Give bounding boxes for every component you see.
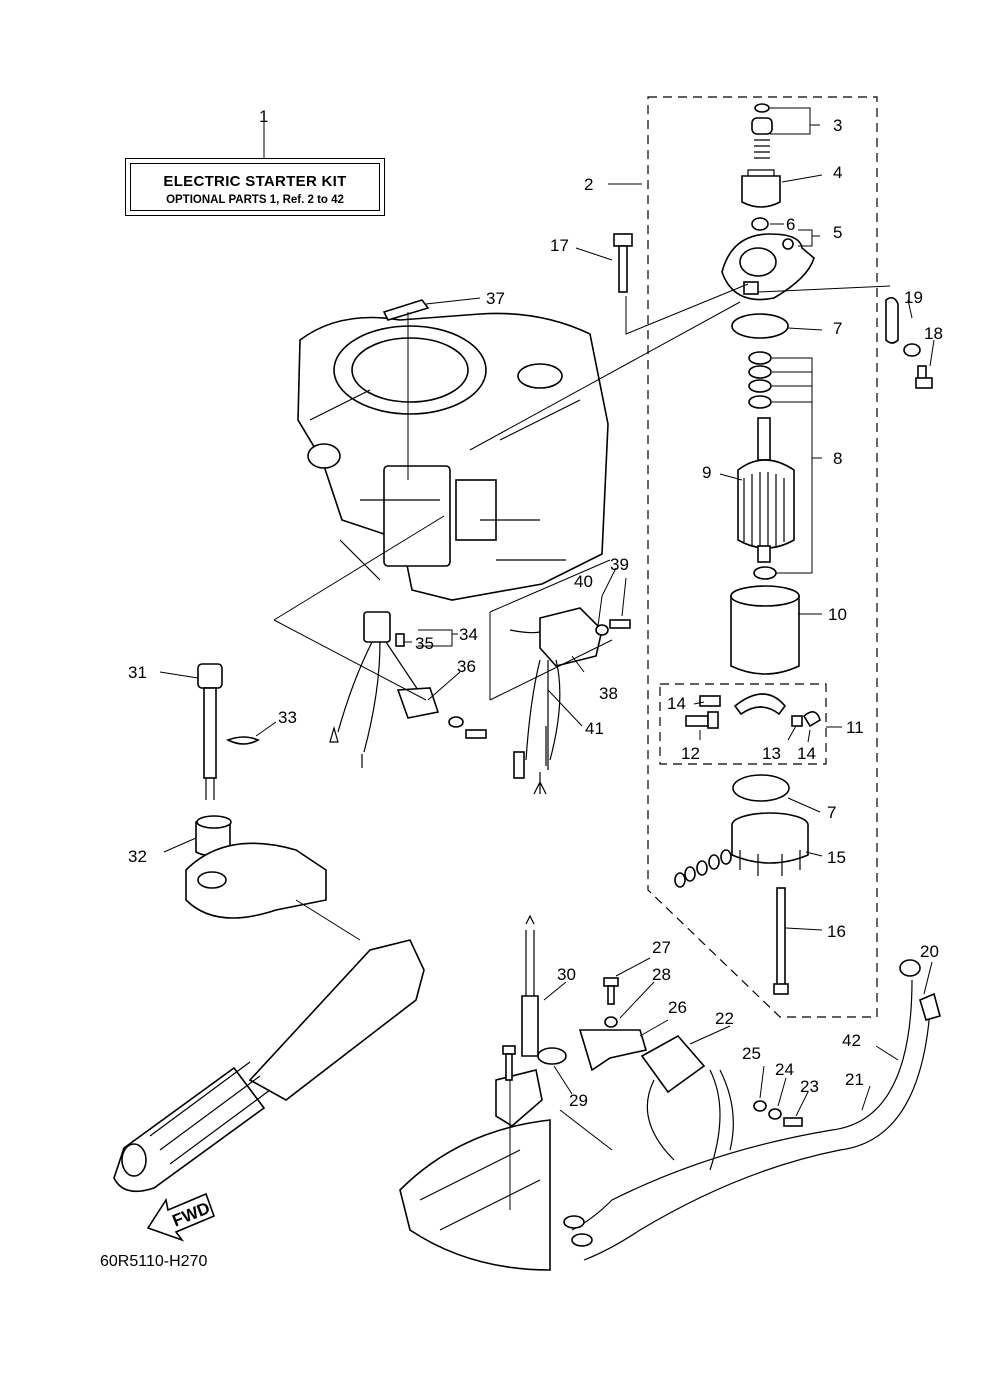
callout-labels: 1 2 3 4 5 6 7 8 9 10 11 12 13 14 14 7 15…: [128, 107, 943, 1110]
callout-14-right: 14: [797, 744, 816, 763]
brush-holder-boundary: [659, 683, 827, 765]
starter-assembly-boundary: [647, 96, 878, 1018]
callout-20: 20: [920, 942, 939, 961]
callout-25: 25: [742, 1044, 761, 1063]
leader-lines: [159, 107, 935, 1210]
harness-parts: [329, 611, 487, 768]
callout-27: 27: [652, 938, 671, 957]
callout-32: 32: [128, 847, 147, 866]
callout-30: 30: [557, 965, 576, 984]
callout-38: 38: [599, 684, 618, 703]
electric-starter-kit-label: ELECTRIC STARTER KIT OPTIONAL PARTS 1, R…: [125, 158, 385, 216]
callout-22: 22: [715, 1009, 734, 1028]
tiller-handle-parts: FWD: [113, 663, 425, 1242]
callout-40: 40: [574, 572, 593, 591]
callout-9: 9: [702, 463, 711, 482]
callout-6: 6: [786, 215, 795, 234]
callout-31: 31: [128, 663, 147, 682]
kit-subtitle: OPTIONAL PARTS 1, Ref. 2 to 42: [166, 194, 344, 206]
callout-12: 12: [681, 744, 700, 763]
rectifier-parts: [509, 607, 631, 795]
callout-21: 21: [845, 1070, 864, 1089]
callout-33: 33: [278, 708, 297, 727]
callout-1: 1: [259, 107, 268, 126]
callout-17: 17: [550, 236, 569, 255]
callout-24: 24: [775, 1060, 794, 1079]
callout-39: 39: [610, 555, 629, 574]
callout-3: 3: [833, 116, 842, 135]
callout-16: 16: [827, 922, 846, 941]
callout-26: 26: [668, 998, 687, 1017]
callout-35: 35: [415, 634, 434, 653]
starter-motor-parts: [613, 103, 933, 995]
callout-4: 4: [833, 163, 842, 182]
callout-10: 10: [828, 605, 847, 624]
callout-36: 36: [457, 657, 476, 676]
callout-29: 29: [569, 1091, 588, 1110]
diagram-code: 60R5110-H270: [100, 1253, 208, 1270]
callout-19: 19: [904, 288, 923, 307]
callout-7-lower: 7: [827, 803, 836, 822]
fwd-arrow-icon: [146, 1192, 216, 1242]
callout-34: 34: [459, 625, 478, 644]
callout-5: 5: [833, 223, 842, 242]
kit-title: ELECTRIC STARTER KIT: [163, 173, 347, 190]
callout-41: 41: [585, 719, 604, 738]
callout-42: 42: [842, 1031, 861, 1050]
callout-15: 15: [827, 848, 846, 867]
callout-13: 13: [762, 744, 781, 763]
callout-18: 18: [924, 324, 943, 343]
callout-28: 28: [652, 965, 671, 984]
callout-23: 23: [800, 1077, 819, 1096]
relay-bracket-parts: [399, 914, 941, 1271]
callout-14-left: 14: [667, 694, 686, 713]
callout-8: 8: [833, 449, 842, 468]
engine-block: [297, 299, 609, 601]
callout-2: 2: [584, 175, 593, 194]
callout-37: 37: [486, 289, 505, 308]
callout-7-upper: 7: [833, 319, 842, 338]
callout-11: 11: [846, 718, 864, 737]
